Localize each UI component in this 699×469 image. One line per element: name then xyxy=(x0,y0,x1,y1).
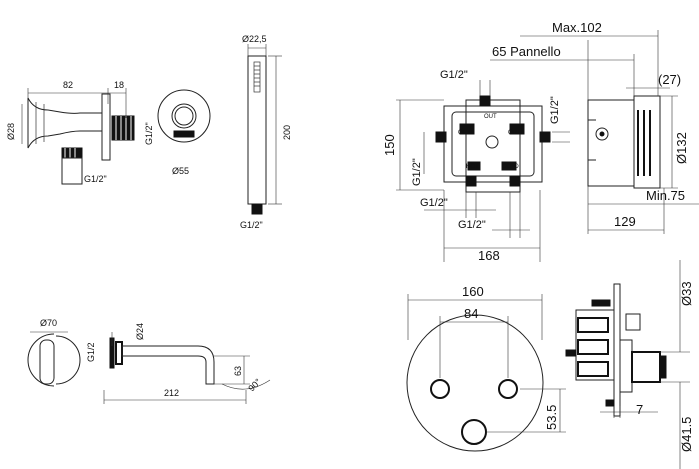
wall-holder-depth: 18 xyxy=(114,80,124,90)
spout-plate-view xyxy=(27,331,81,387)
box-width: 168 xyxy=(478,248,500,263)
box-thread-top: G1/2" xyxy=(440,69,468,81)
plate-spacing: 84 xyxy=(464,306,478,321)
plate-side-view xyxy=(565,260,690,469)
box-thread-bottom-mid: G1/2" xyxy=(458,219,486,231)
box-port-out-top: OUT xyxy=(484,114,497,120)
spout-thread: G1/2 xyxy=(86,342,96,362)
box-depth: 129 xyxy=(614,214,636,229)
box-side-view xyxy=(490,30,699,234)
shower-head-drawing xyxy=(247,44,282,215)
box-diameter: Ø132 xyxy=(674,132,689,164)
box-offset: (27) xyxy=(658,72,681,87)
box-port-hot: HOT xyxy=(466,164,479,170)
shower-head-thread: G1/2" xyxy=(240,220,263,230)
plate-depth: 7 xyxy=(636,402,643,417)
spout-length: 212 xyxy=(164,388,179,398)
box-thread-right: G1/2" xyxy=(549,96,561,124)
box-thread-left: G1/2" xyxy=(411,158,423,186)
box-front-view xyxy=(396,80,570,262)
spout-plate-diameter: Ø70 xyxy=(40,318,57,328)
wall-holder-thread-side: G1/2" xyxy=(144,122,154,145)
box-max: Max.102 xyxy=(552,20,602,35)
box-thread-bottom-left: G1/2" xyxy=(420,197,448,209)
plate-height: 53.5 xyxy=(544,405,559,430)
plate-side-diameter: Ø41.5 xyxy=(679,417,694,452)
wall-holder-thread-bottom: G1/2" xyxy=(84,174,107,184)
wall-holder-front-view xyxy=(157,89,211,143)
box-min: Min.75 xyxy=(646,188,685,203)
shower-head-length: 200 xyxy=(282,125,292,140)
box-port-out-left: OUT xyxy=(458,130,471,136)
plate-knob-diameter: Ø33 xyxy=(679,281,694,306)
plate-front-view xyxy=(406,294,566,452)
box-port-cold: COLD xyxy=(502,164,519,170)
plate-diameter: 160 xyxy=(462,284,484,299)
spout-height: 63 xyxy=(233,366,243,376)
spout-angle: 90° xyxy=(246,376,263,393)
wall-holder-side-view xyxy=(21,88,135,185)
spout-side-view xyxy=(103,332,271,404)
spout-pipe-diameter: Ø24 xyxy=(135,323,145,340)
box-height: 150 xyxy=(382,134,397,156)
box-port-out-right: OUT xyxy=(508,130,521,136)
box-panel: 65 Pannello xyxy=(492,44,561,59)
wall-holder-width: 82 xyxy=(63,80,73,90)
wall-holder-diameter: Ø28 xyxy=(6,123,16,140)
shower-head-diameter: Ø22,5 xyxy=(242,34,267,44)
wall-holder-front-diameter: Ø55 xyxy=(172,166,189,176)
